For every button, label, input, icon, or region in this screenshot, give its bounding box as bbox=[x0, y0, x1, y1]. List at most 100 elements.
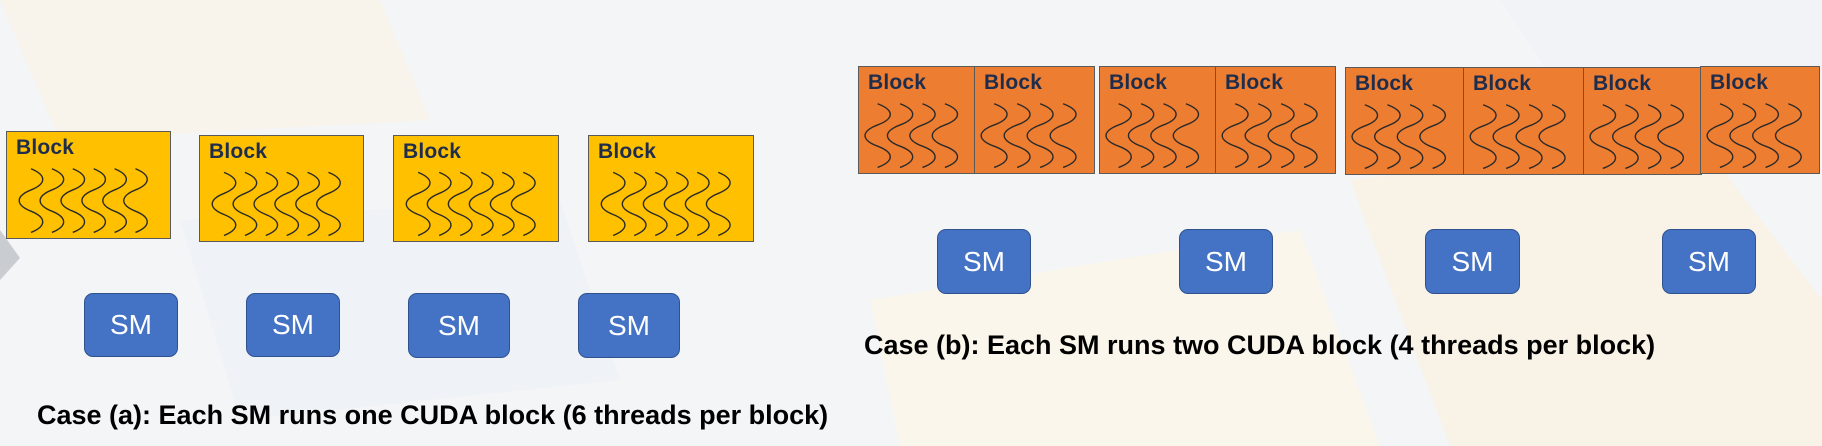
thread-line bbox=[1150, 103, 1177, 169]
thread-line bbox=[447, 171, 473, 237]
case-a-sm-3: SM bbox=[408, 293, 510, 358]
thread-line bbox=[1752, 103, 1780, 169]
thread-line bbox=[1221, 103, 1249, 169]
threads-icon bbox=[1351, 104, 1447, 170]
case-a-sm-4: SM bbox=[578, 293, 680, 358]
thread-line bbox=[1267, 103, 1295, 169]
thread-line bbox=[316, 171, 341, 237]
block-label: Block bbox=[16, 136, 75, 159]
thread-line bbox=[864, 103, 891, 169]
thread-line bbox=[980, 103, 1008, 169]
threads-icon bbox=[1589, 104, 1685, 170]
thread-line bbox=[489, 171, 515, 237]
thread-line bbox=[600, 171, 626, 237]
case-b-sm-2: SM bbox=[1179, 229, 1273, 294]
threads-icon bbox=[1469, 104, 1566, 170]
thread-line bbox=[1589, 104, 1617, 170]
thread-line bbox=[468, 171, 494, 237]
thread-line bbox=[1729, 103, 1757, 169]
thread-line bbox=[1657, 104, 1685, 170]
thread-line bbox=[909, 103, 936, 169]
block-label: Block bbox=[984, 71, 1043, 94]
thread-line bbox=[1515, 104, 1543, 170]
case-a-caption: Case (a): Each SM runs one CUDA block (6… bbox=[37, 400, 829, 430]
case-b-block-1: Block bbox=[858, 66, 976, 174]
thread-line bbox=[81, 168, 107, 234]
case-a-block-4: Block bbox=[588, 135, 754, 242]
threads-icon bbox=[18, 168, 148, 234]
case-a-block-2: Block bbox=[199, 135, 364, 242]
case-b-block-6: Block bbox=[1463, 67, 1584, 175]
threads-icon bbox=[600, 171, 731, 237]
thread-line bbox=[295, 171, 321, 237]
thread-line bbox=[1172, 103, 1200, 169]
block-label: Block bbox=[1473, 72, 1532, 95]
thread-line bbox=[211, 171, 237, 237]
thread-line bbox=[102, 168, 128, 234]
threads-icon bbox=[1105, 103, 1200, 169]
case-a-block-1: Block bbox=[6, 131, 171, 239]
thread-line bbox=[663, 171, 689, 237]
thread-line bbox=[1105, 103, 1132, 169]
block-label: Block bbox=[598, 140, 657, 163]
case-b-block-4: Block bbox=[1215, 66, 1336, 174]
thread-line bbox=[1492, 104, 1520, 170]
thread-line bbox=[642, 171, 668, 237]
thread-line bbox=[1351, 104, 1379, 170]
thread-line bbox=[684, 171, 710, 237]
block-label: Block bbox=[1593, 72, 1652, 95]
thread-line bbox=[1244, 103, 1272, 169]
thread-line bbox=[1612, 104, 1639, 170]
thread-line bbox=[123, 168, 148, 234]
block-label: Block bbox=[1355, 72, 1414, 95]
block-label: Block bbox=[868, 71, 927, 94]
thread-line bbox=[931, 103, 959, 169]
thread-line bbox=[886, 103, 914, 169]
block-label: Block bbox=[1710, 71, 1769, 94]
case-b-block-2: Block bbox=[974, 66, 1095, 174]
thread-line bbox=[1634, 104, 1662, 170]
thread-line bbox=[1290, 103, 1318, 169]
case-b-block-7: Block bbox=[1583, 67, 1702, 175]
thread-line bbox=[1374, 104, 1401, 170]
block-label: Block bbox=[209, 140, 268, 163]
threads-icon bbox=[1706, 103, 1802, 169]
thread-line bbox=[1396, 104, 1424, 170]
case-b-block-3: Block bbox=[1099, 66, 1217, 174]
thread-line bbox=[39, 168, 65, 234]
threads-icon bbox=[211, 171, 341, 237]
thread-line bbox=[621, 171, 647, 237]
thread-line bbox=[1538, 104, 1566, 170]
thread-line bbox=[1774, 103, 1802, 169]
thread-line bbox=[405, 171, 431, 237]
case-b-caption: Case (b): Each SM runs two CUDA block (4… bbox=[864, 330, 1656, 360]
thread-line bbox=[60, 168, 86, 234]
thread-line bbox=[426, 171, 452, 237]
case-a-sm-2: SM bbox=[246, 293, 340, 357]
threads-icon bbox=[1221, 103, 1318, 169]
thread-line bbox=[1706, 103, 1734, 169]
thread-line bbox=[274, 171, 300, 237]
case-b-block-5: Block bbox=[1345, 67, 1464, 175]
block-label: Block bbox=[403, 140, 462, 163]
thread-line bbox=[1026, 103, 1054, 169]
thread-line bbox=[1469, 104, 1497, 170]
case-b-block-8: Block bbox=[1700, 66, 1820, 174]
thread-line bbox=[1127, 103, 1155, 169]
block-label: Block bbox=[1225, 71, 1284, 94]
threads-icon bbox=[405, 171, 536, 237]
block-label: Block bbox=[1109, 71, 1168, 94]
threads-icon bbox=[864, 103, 959, 169]
thread-line bbox=[1003, 103, 1031, 169]
thread-line bbox=[1049, 103, 1077, 169]
case-b-sm-4: SM bbox=[1662, 229, 1756, 294]
case-b-sm-1: SM bbox=[937, 229, 1031, 294]
thread-line bbox=[510, 171, 536, 237]
thread-line bbox=[232, 171, 258, 237]
thread-line bbox=[253, 171, 279, 237]
thread-line bbox=[18, 168, 44, 234]
thread-line bbox=[1419, 104, 1447, 170]
thread-line bbox=[705, 171, 731, 237]
case-a-sm-1: SM bbox=[84, 293, 178, 357]
case-b-sm-3: SM bbox=[1425, 229, 1520, 294]
